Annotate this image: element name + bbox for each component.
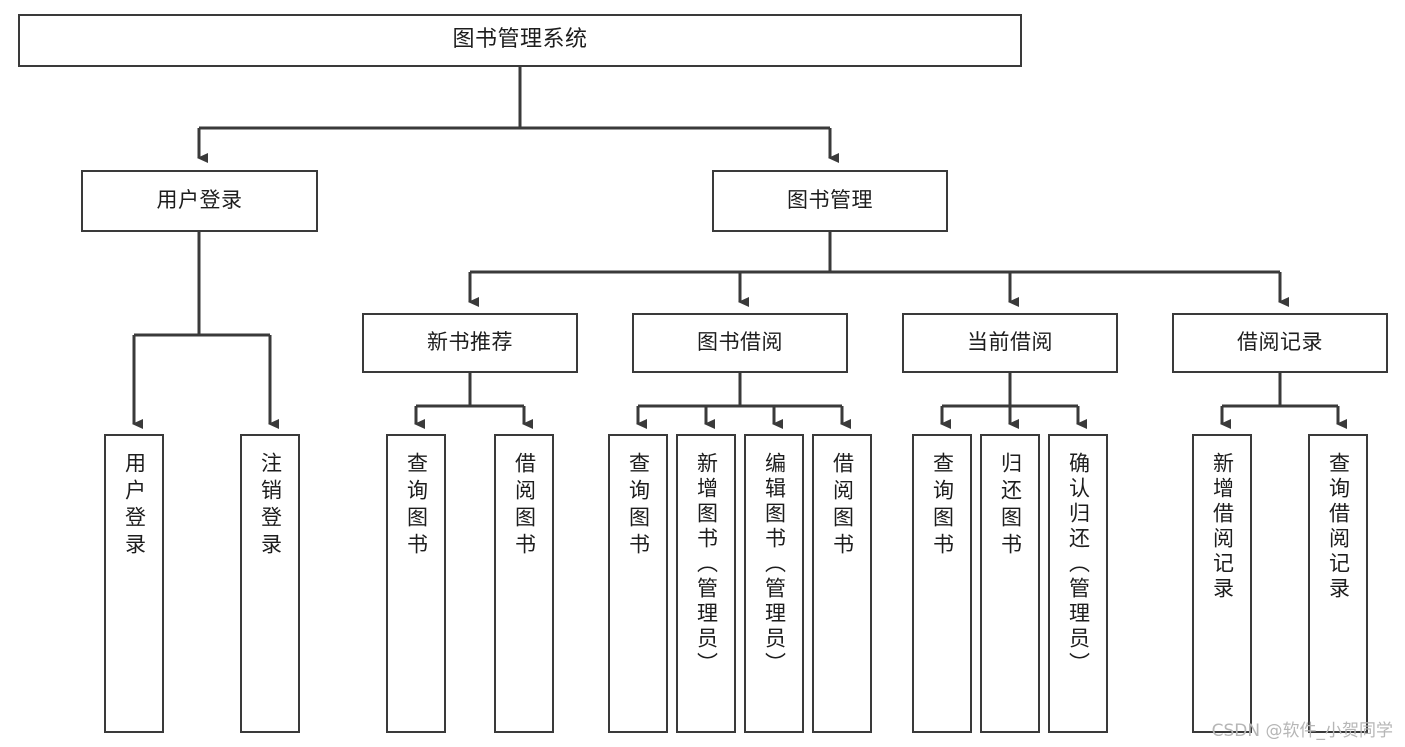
node-label: 新增借阅记录 (1210, 452, 1235, 602)
node-label: 新书推荐 (427, 330, 513, 355)
node-label: 借阅图书 (512, 452, 537, 560)
node-label: 图书借阅 (697, 330, 783, 355)
leaf-query-book-recommend[interactable]: 查询图书 (386, 434, 446, 733)
node-label: 借阅图书 (830, 452, 855, 560)
node-label: 当前借阅 (967, 330, 1053, 355)
node-new-book-recommend[interactable]: 新书推荐 (362, 313, 578, 373)
node-label: 查询图书 (404, 452, 429, 560)
node-user-login[interactable]: 用户登录 (81, 170, 318, 232)
leaf-query-borrow-record[interactable]: 查询借阅记录 (1308, 434, 1368, 733)
node-label: 查询借阅记录 (1326, 452, 1351, 602)
node-label: 编辑图书（管理员） (762, 452, 787, 677)
leaf-borrow-book[interactable]: 借阅图书 (812, 434, 872, 733)
leaf-confirm-return-admin[interactable]: 确认归还（管理员） (1048, 434, 1108, 733)
node-root-system[interactable]: 图书管理系统 (18, 14, 1022, 67)
node-label: 查询图书 (930, 452, 955, 560)
node-label: 用户登录 (122, 452, 147, 560)
leaf-add-book-admin[interactable]: 新增图书（管理员） (676, 434, 736, 733)
node-label: 新增图书（管理员） (694, 452, 719, 677)
node-label: 借阅记录 (1237, 330, 1323, 355)
leaf-query-book-borrow[interactable]: 查询图书 (608, 434, 668, 733)
leaf-edit-book-admin[interactable]: 编辑图书（管理员） (744, 434, 804, 733)
node-label: 用户登录 (156, 188, 243, 213)
node-borrow-record[interactable]: 借阅记录 (1172, 313, 1388, 373)
node-label: 图书管理 (787, 188, 873, 213)
node-book-management[interactable]: 图书管理 (712, 170, 948, 232)
node-current-borrow[interactable]: 当前借阅 (902, 313, 1118, 373)
leaf-user-login[interactable]: 用户登录 (104, 434, 164, 733)
leaf-return-book[interactable]: 归还图书 (980, 434, 1040, 733)
node-label: 图书管理系统 (452, 27, 588, 53)
node-label: 注销登录 (258, 452, 283, 560)
node-book-borrow[interactable]: 图书借阅 (632, 313, 848, 373)
leaf-logout-login[interactable]: 注销登录 (240, 434, 300, 733)
node-label: 归还图书 (998, 452, 1023, 560)
leaf-borrow-book-recommend[interactable]: 借阅图书 (494, 434, 554, 733)
leaf-add-borrow-record[interactable]: 新增借阅记录 (1192, 434, 1252, 733)
node-label: 查询图书 (626, 452, 651, 560)
leaf-query-book-current[interactable]: 查询图书 (912, 434, 972, 733)
node-label: 确认归还（管理员） (1066, 452, 1091, 677)
